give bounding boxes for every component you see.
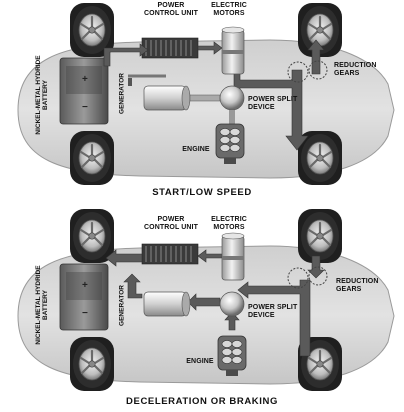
diagram-panel-deceleration-braking: + − — [0, 206, 404, 412]
caption-panel-2: DECELERATION OR BRAKING — [0, 396, 404, 407]
label-battery: NICKEL-METAL HYDRIDE BATTERY — [35, 250, 49, 360]
label-power-split-device: POWER SPLIT DEVICE — [248, 304, 300, 320]
svg-text:−: − — [82, 102, 88, 113]
electric-motors — [222, 233, 244, 280]
caption-panel-1: START/LOW SPEED — [0, 187, 404, 198]
battery: + − — [60, 58, 108, 124]
battery: + − — [60, 264, 108, 330]
label-generator: GENERATOR — [119, 271, 126, 341]
electric-motors — [222, 27, 244, 74]
drivetrain-diagram-2: + − — [0, 206, 404, 412]
label-power-control-unit: POWER CONTROL UNIT — [142, 216, 200, 232]
label-power-control-unit: POWER CONTROL UNIT — [142, 2, 200, 18]
engine-block — [216, 124, 244, 164]
power-control-unit — [142, 244, 198, 264]
power-control-unit — [142, 38, 198, 58]
label-battery: NICKEL-METAL HYDRIDE BATTERY — [35, 40, 49, 150]
power-split-device — [220, 292, 244, 316]
front-right-wheel — [298, 209, 342, 263]
label-reduction-gears: REDUCTION GEARS — [334, 62, 378, 78]
label-reduction-gears: REDUCTION GEARS — [336, 278, 380, 294]
rear-left-wheel — [70, 131, 114, 185]
svg-text:+: + — [82, 280, 88, 291]
svg-text:−: − — [82, 308, 88, 319]
label-electric-motors: ELECTRIC MOTORS — [206, 2, 252, 18]
label-engine: ENGINE — [184, 358, 216, 366]
power-split-device — [220, 86, 244, 110]
svg-text:+: + — [82, 74, 88, 85]
generator — [144, 86, 190, 110]
diagram-panel-start-low-speed: + − — [0, 0, 404, 206]
front-left-wheel — [70, 209, 114, 263]
label-power-split-device: POWER SPLIT DEVICE — [248, 96, 300, 112]
generator — [144, 292, 190, 316]
label-generator: GENERATOR — [119, 59, 126, 129]
drivetrain-diagram-1: + − — [0, 0, 404, 206]
engine-block — [218, 336, 246, 376]
label-electric-motors: ELECTRIC MOTORS — [206, 216, 252, 232]
rear-left-wheel — [70, 337, 114, 391]
label-engine: ENGINE — [180, 146, 212, 154]
